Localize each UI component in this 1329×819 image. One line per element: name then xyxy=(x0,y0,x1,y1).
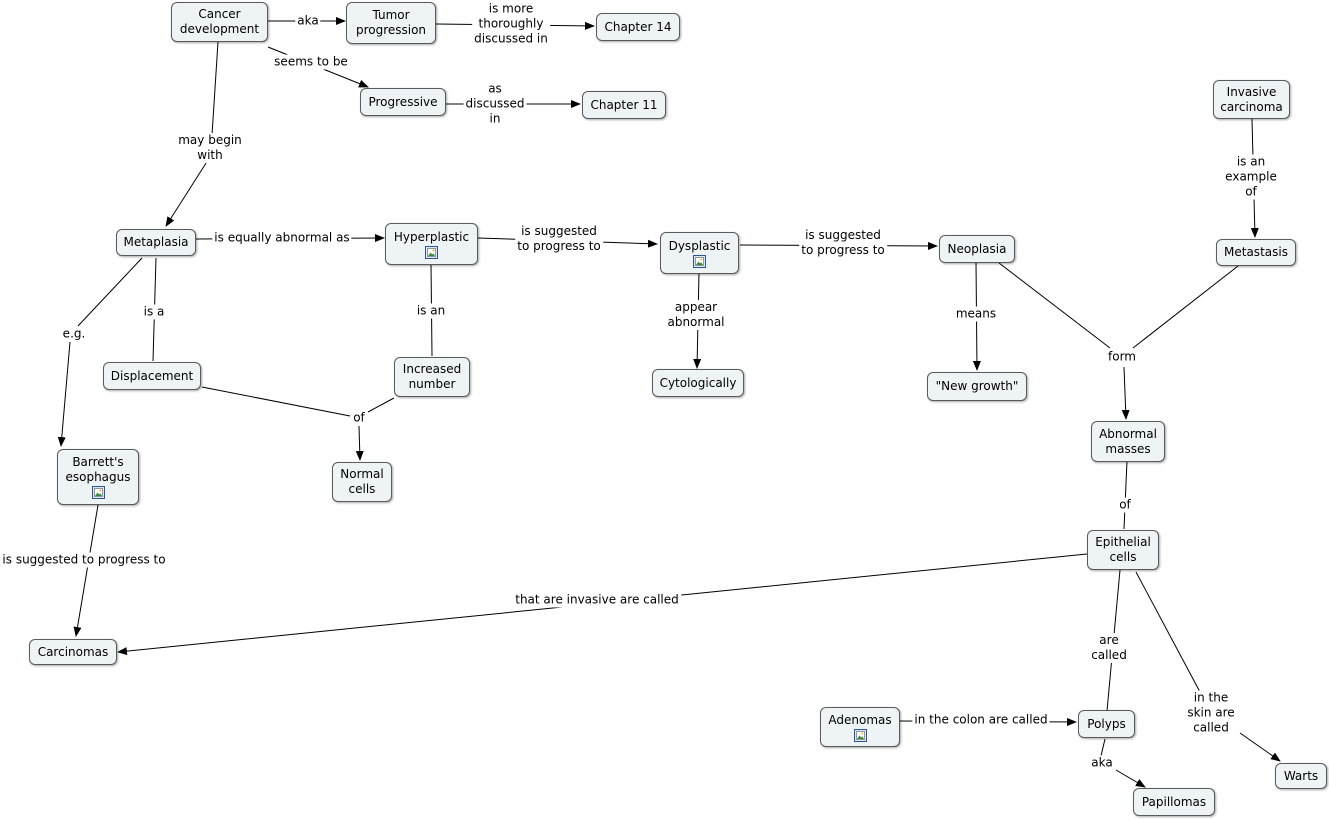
link-label-means: means xyxy=(953,306,999,322)
link-label-is-an-example-of: is an example of xyxy=(1223,154,1279,200)
concept-displacement[interactable]: Displacement xyxy=(103,362,201,390)
link-label-suggested-progress-1: is suggested to progress to xyxy=(515,224,603,254)
connector xyxy=(1123,460,1128,530)
connector xyxy=(1239,732,1281,762)
concept-new-growth[interactable]: "New growth" xyxy=(927,372,1027,401)
connector xyxy=(57,341,71,447)
concept-warts[interactable]: Warts xyxy=(1275,763,1327,789)
link-label-of-epithelial: of xyxy=(1117,497,1133,513)
concept-barretts-esophagus[interactable]: Barrett's esophagus xyxy=(57,449,139,505)
link-label-is-a: is a xyxy=(141,304,167,320)
concept-adenomas[interactable]: Adenomas xyxy=(820,707,900,747)
concept-normal-cells[interactable]: Normal cells xyxy=(332,462,392,502)
concept-label: Normal cells xyxy=(340,467,384,496)
concept-label: Dysplastic xyxy=(668,238,731,253)
concept-metaplasia[interactable]: Metaplasia xyxy=(116,229,196,256)
connector xyxy=(201,386,351,417)
connector xyxy=(73,504,99,637)
concept-label: Displacement xyxy=(110,368,194,383)
link-label-are-called: are called xyxy=(1089,633,1129,663)
link-label-may-begin-with: may begin with xyxy=(176,133,244,163)
link-label-seems-to-be: seems to be xyxy=(272,54,350,70)
concept-label: Papillomas xyxy=(1141,794,1207,809)
link-label-of-normal-cells: of xyxy=(351,410,367,426)
link-label-in-skin-called: in the skin are called xyxy=(1185,690,1237,736)
concept-label: Epithelial cells xyxy=(1095,535,1151,564)
link-label-invasive-called: that are invasive are called xyxy=(513,592,681,608)
concept-label: Invasive carcinoma xyxy=(1220,84,1283,114)
image-attachment-icon[interactable] xyxy=(853,728,867,742)
link-label-form: form xyxy=(1106,349,1138,365)
link-label-in-colon-called: in the colon are called xyxy=(912,712,1050,728)
concept-label: Polyps xyxy=(1087,716,1126,731)
concept-label: Metaplasia xyxy=(123,235,189,249)
concept-label: Neoplasia xyxy=(947,241,1007,256)
concept-label: Progressive xyxy=(368,94,438,109)
concept-label: Cytologically xyxy=(659,375,737,390)
concept-chapter-14[interactable]: Chapter 14 xyxy=(596,13,680,41)
concept-tumor-progression[interactable]: Tumor progression xyxy=(346,2,436,44)
concept-label: Carcinomas xyxy=(37,644,109,659)
image-attachment-icon[interactable] xyxy=(91,486,105,499)
connector xyxy=(1132,265,1239,349)
image-attachment-icon[interactable] xyxy=(425,245,438,259)
concept-chapter-11[interactable]: Chapter 11 xyxy=(582,91,666,119)
concept-label: Chapter 14 xyxy=(604,19,672,34)
concept-increased-number[interactable]: Increased number xyxy=(394,357,470,397)
concept-hyperplastic[interactable]: Hyperplastic xyxy=(385,223,478,265)
concept-label: Hyperplastic xyxy=(393,229,470,244)
connector xyxy=(1115,769,1146,788)
concept-progressive[interactable]: Progressive xyxy=(360,88,446,116)
concept-cytologically[interactable]: Cytologically xyxy=(652,369,744,397)
concept-polyps[interactable]: Polyps xyxy=(1078,710,1135,738)
link-label-appear-abnormal: appear abnormal xyxy=(665,300,727,330)
connector xyxy=(165,159,209,227)
link-label-aka: aka xyxy=(295,13,321,29)
concept-papillomas[interactable]: Papillomas xyxy=(1133,788,1215,816)
connector xyxy=(367,397,395,413)
concept-label: "New growth" xyxy=(935,379,1019,393)
concept-label: Warts xyxy=(1283,768,1319,783)
link-label-eg: e.g. xyxy=(60,326,88,342)
connector xyxy=(998,262,1111,349)
connector xyxy=(355,425,364,461)
connector xyxy=(211,41,219,136)
link-label-more-thoroughly: is more thoroughly discussed in xyxy=(472,1,550,47)
link-label-is-an: is an xyxy=(414,303,448,319)
connector xyxy=(1121,366,1130,420)
concept-label: Increased number xyxy=(402,362,462,391)
concept-label: Adenomas xyxy=(828,712,892,727)
concept-neoplasia[interactable]: Neoplasia xyxy=(939,235,1015,263)
image-attachment-icon[interactable] xyxy=(693,254,706,268)
concept-label: Cancer development xyxy=(179,7,260,36)
concept-carcinomas[interactable]: Carcinomas xyxy=(29,639,117,665)
concept-cancer-development[interactable]: Cancer development xyxy=(171,2,268,42)
concept-metastasis[interactable]: Metastasis xyxy=(1216,239,1296,266)
concept-label: Chapter 11 xyxy=(590,97,658,112)
link-label-suggested-progress-2: is suggested to progress to xyxy=(799,228,887,258)
concept-abnormal-masses[interactable]: Abnormal masses xyxy=(1091,421,1165,462)
connector xyxy=(77,257,143,327)
connector xyxy=(1135,571,1201,693)
link-label-aka-2: aka xyxy=(1089,755,1115,771)
link-label-as-discussed-in: as discussed in xyxy=(463,81,527,127)
link-label-suggested-progress-3: is suggested to progress to xyxy=(0,552,168,568)
concept-dysplastic[interactable]: Dysplastic xyxy=(660,232,739,274)
concept-epithelial-cells[interactable]: Epithelial cells xyxy=(1087,530,1159,570)
concept-label: Tumor progression xyxy=(355,8,427,37)
connector xyxy=(1100,738,1106,757)
link-label-equally-abnormal: is equally abnormal as xyxy=(212,230,352,246)
concept-invasive-carcinoma[interactable]: Invasive carcinoma xyxy=(1213,80,1290,119)
concept-label: Metastasis xyxy=(1224,245,1288,259)
concept-label: Abnormal masses xyxy=(1099,426,1157,456)
concept-label: Barrett's esophagus xyxy=(65,455,131,484)
